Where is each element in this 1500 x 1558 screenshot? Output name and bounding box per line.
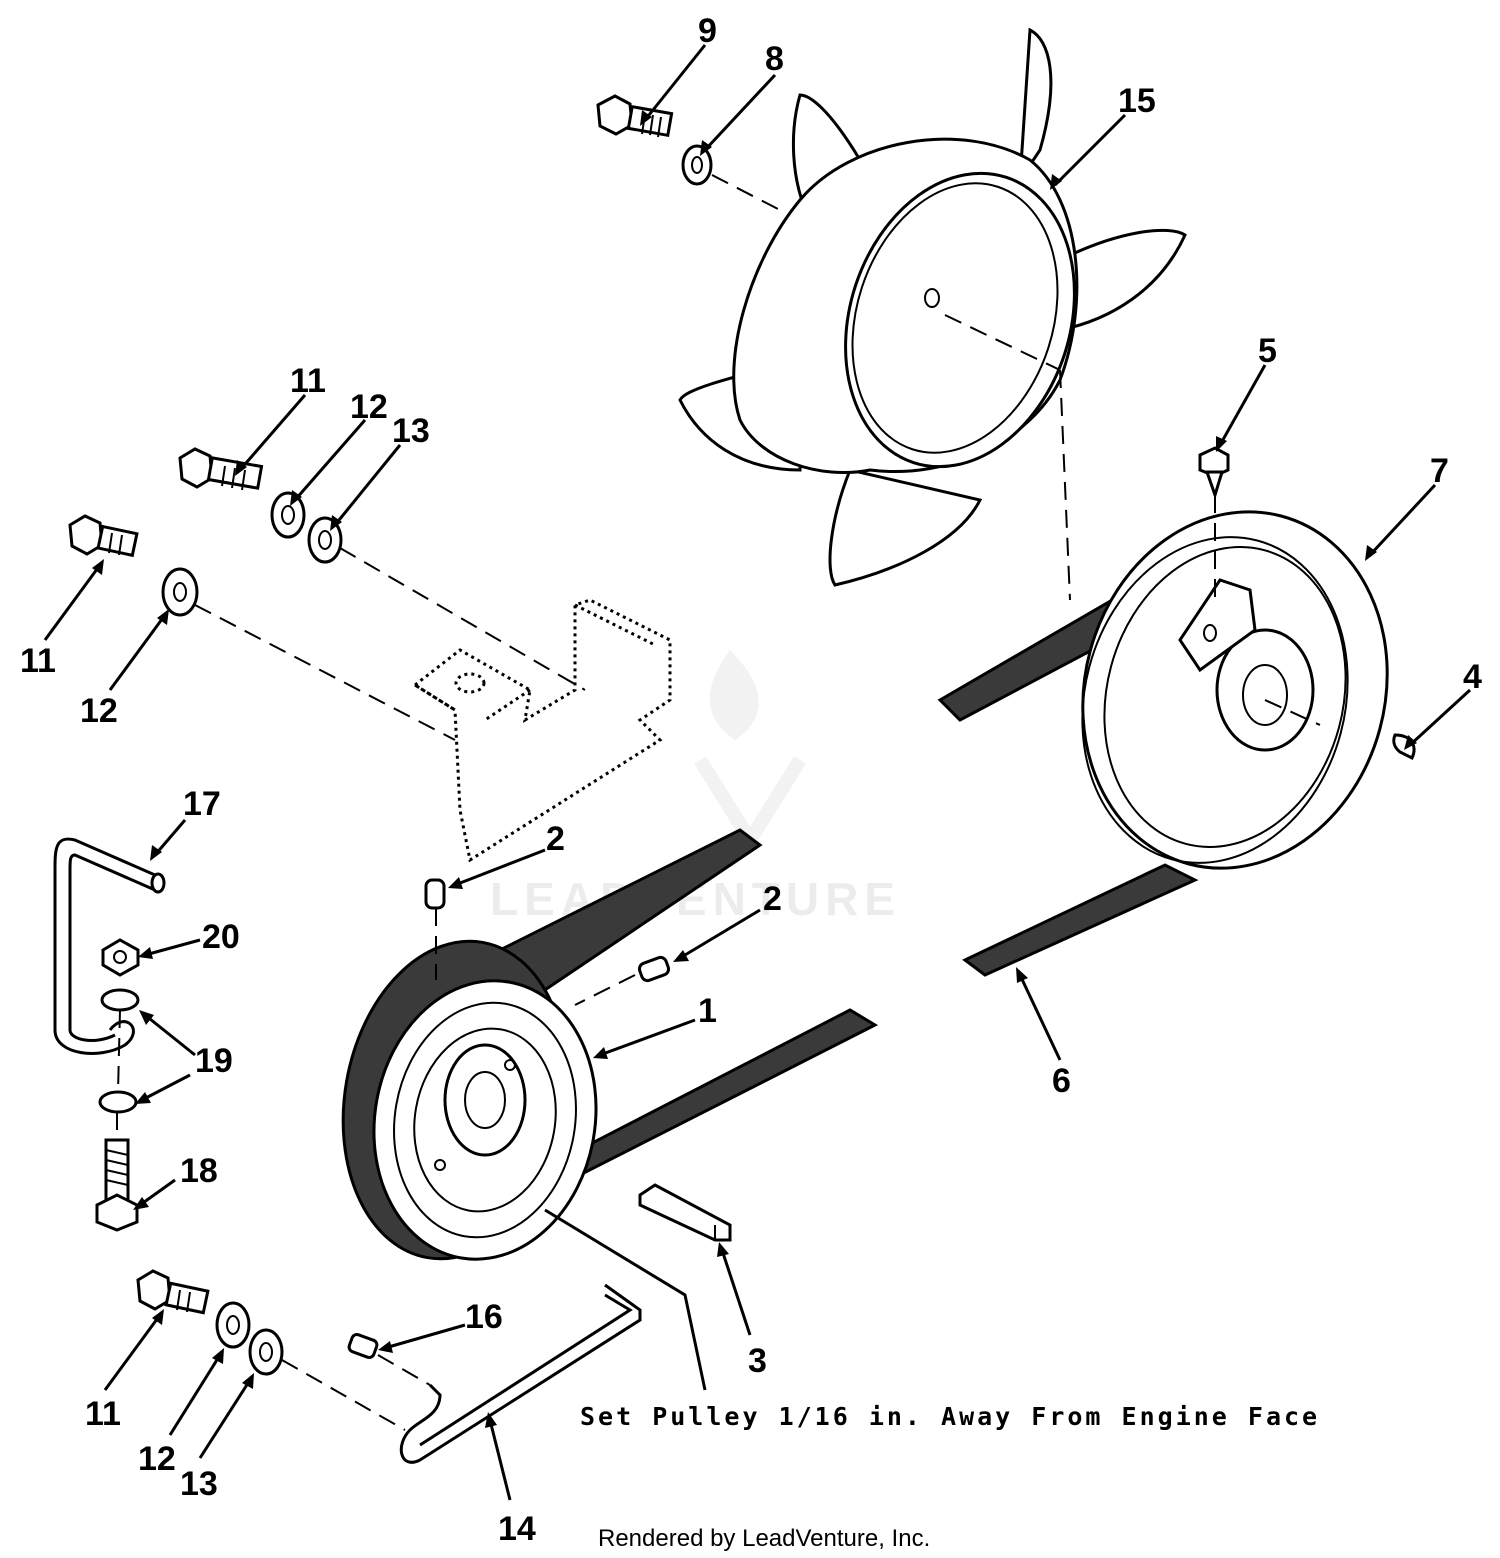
rod-part-17 [53,837,166,1055]
callout-12: 12 [138,1440,176,1478]
callout-12: 12 [350,388,388,426]
washer-part-12-mid [161,567,199,617]
callout-14: 14 [498,1510,536,1548]
washer-part-12-top [270,491,306,539]
washer-part-13-top [307,516,343,564]
callout-8: 8 [765,40,784,78]
callout-18: 18 [180,1152,218,1190]
callout-13: 13 [180,1465,218,1503]
callout-11: 11 [290,362,326,400]
callout-4: 4 [1463,658,1482,696]
setscrew-part-2-side [637,955,671,983]
washer-part-8 [681,144,713,186]
callout-9: 9 [698,12,717,50]
setscrew-part-5 [1198,446,1230,500]
callout-19: 19 [195,1042,233,1080]
callout-12: 12 [80,692,118,730]
callout-1: 1 [698,992,717,1030]
pulley-setting-note: Set Pulley 1/16 in. Away From Engine Fac… [580,1402,1320,1431]
belt-part-6-lower [962,863,1199,977]
washer-part-19-bottom [98,1090,138,1114]
callout-6: 6 [1052,1062,1071,1100]
callout-3: 3 [748,1342,767,1380]
callout-20: 20 [202,918,240,956]
callout-17: 17 [183,785,221,823]
nut-part-20 [101,938,140,977]
callout-16: 16 [465,1298,503,1336]
key-part-3 [638,1183,732,1242]
callout-leaders [43,44,1472,1501]
bolt-part-11-bottom [136,1269,210,1315]
washer-part-19-top [100,988,140,1012]
setscrew-part-2-top [424,878,446,910]
pulley-part-7 [1081,510,1389,870]
callout-2: 2 [546,820,565,858]
bracket-dotted [412,598,672,863]
clip-part-16 [347,1333,379,1359]
washer-part-12-bottom [215,1301,251,1349]
fan-part-15 [678,27,1187,587]
callout-7: 7 [1430,452,1449,490]
bolt-part-11-mid [68,514,139,558]
callout-numbers: 9 8 15 11 12 13 11 12 5 7 4 17 2 2 20 19… [20,12,1482,1548]
callout-11: 11 [20,642,56,680]
pulley-part-1 [341,939,598,1261]
callout-15: 15 [1118,82,1156,120]
credit-text: Rendered by LeadVenture, Inc. [598,1525,930,1552]
callout-5: 5 [1258,332,1277,370]
bolt-part-18 [95,1138,139,1232]
rod-part-14 [399,1283,642,1464]
bolt-part-11-top [178,447,264,491]
callout-11: 11 [85,1395,121,1433]
callout-13: 13 [392,412,430,450]
washer-part-13-bottom [248,1328,284,1376]
callout-2: 2 [763,880,782,918]
